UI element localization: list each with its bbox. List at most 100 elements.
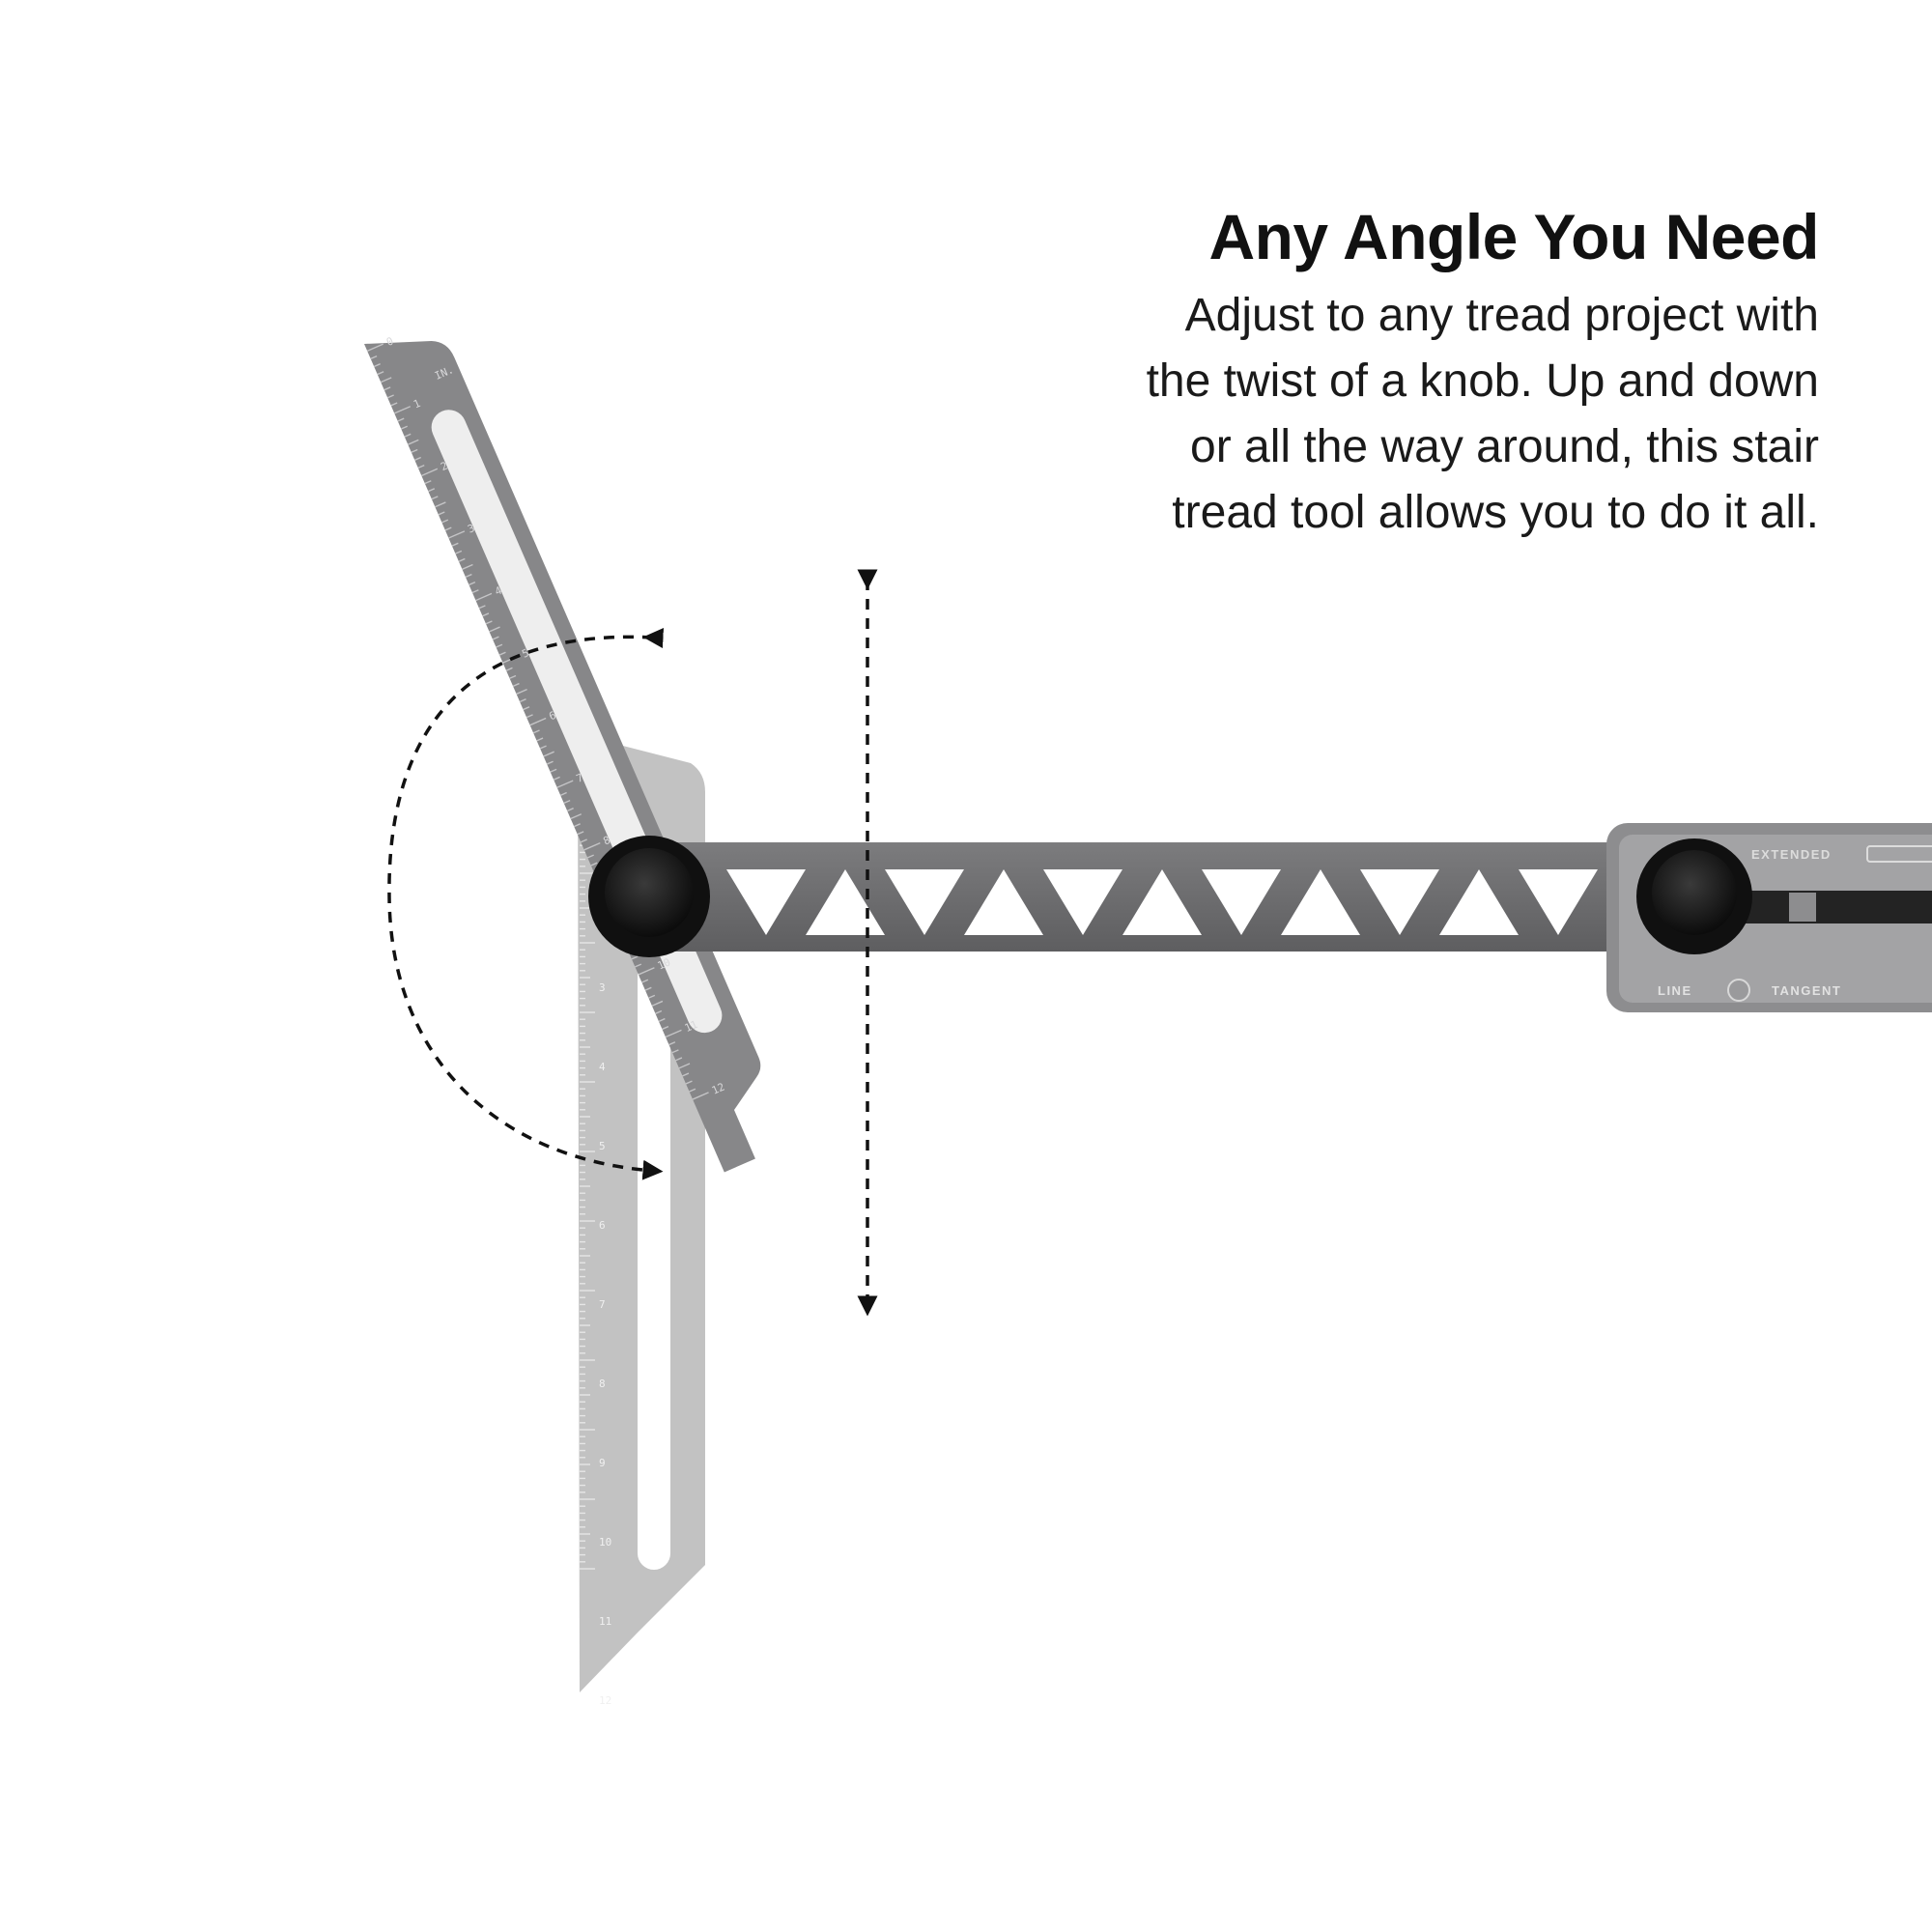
ruler-tick <box>441 519 449 524</box>
ruler-tick <box>509 674 517 679</box>
ruler-tick <box>516 688 527 696</box>
ruler-tick <box>685 1080 693 1085</box>
ruler-tick <box>668 1041 676 1046</box>
ruler-tick <box>505 667 513 671</box>
truss-cutout <box>1519 869 1598 935</box>
ruler-tick <box>496 643 503 648</box>
description-line: tread tool allows you to do it all. <box>1172 487 1819 538</box>
ruler-tick <box>682 1072 690 1077</box>
ruler-tick <box>498 651 506 656</box>
ruler-number: 12 <box>710 1081 726 1097</box>
ruler-tick <box>451 542 459 547</box>
truss-cutout <box>1202 869 1281 935</box>
truss-cutout <box>1439 869 1519 935</box>
ruler-tick <box>539 745 547 750</box>
ruler-tick <box>475 592 493 602</box>
ruler-tick <box>478 605 486 610</box>
ruler-number: 1 <box>412 397 422 412</box>
ruler-tick <box>428 488 436 493</box>
ruler-tick <box>414 456 422 461</box>
ruler-number: 4 <box>493 584 504 599</box>
ruler-number: 8 <box>602 834 612 848</box>
ruler-tick <box>469 582 476 586</box>
ruler-tick <box>563 799 571 805</box>
ruler-number: 12 <box>599 1694 611 1707</box>
ruler-tick <box>417 464 425 469</box>
truss-cutout <box>1281 869 1360 935</box>
ruler-tick <box>366 343 384 352</box>
ruler-tick <box>570 813 582 820</box>
ruler-tick <box>458 557 466 562</box>
ruler-tick <box>377 371 384 376</box>
ruler-tick <box>512 682 520 687</box>
ruler-tick <box>536 737 544 742</box>
ruler-tick <box>373 363 381 368</box>
truss-cutout <box>964 869 1043 935</box>
ruler-tick <box>380 377 392 384</box>
ruler-tick <box>435 501 446 508</box>
ruler-tick <box>553 776 560 781</box>
truss-cutout <box>726 869 806 935</box>
description: Adjust to any tread project with the twi… <box>1147 283 1819 546</box>
truss-cutout <box>1360 869 1439 935</box>
ruler-tick <box>482 612 490 617</box>
ruler-number: 3 <box>599 981 606 994</box>
ruler-number: 2 <box>439 460 449 474</box>
ruler-tick <box>438 511 445 516</box>
ruler-tick <box>678 1063 691 1069</box>
ruler-tick <box>675 1057 683 1062</box>
ruler-tick <box>421 468 439 477</box>
ruler-tick <box>384 386 391 391</box>
ruler-tick <box>444 526 452 531</box>
description-line: or all the way around, this stair <box>1190 421 1819 472</box>
extended-label: EXTENDED <box>1751 847 1832 862</box>
ruler-tick <box>586 854 594 859</box>
ruler-tick <box>523 706 530 711</box>
ruler-tick <box>546 760 554 765</box>
ruler-number: 10 <box>599 1536 611 1548</box>
ruler-tick <box>408 439 419 445</box>
ruler-tick <box>489 626 500 633</box>
headline: Any Angle You Need <box>1208 201 1819 272</box>
ruler-tick <box>471 589 479 594</box>
ruler-tick <box>665 1029 682 1038</box>
ruler-tick <box>583 842 601 851</box>
ruler-tick <box>424 480 432 485</box>
tangent-label: TANGENT <box>1772 983 1841 998</box>
ruler-tick <box>465 573 472 579</box>
ruler-tick <box>455 550 463 554</box>
ruler-tick <box>397 417 405 422</box>
description-line: Adjust to any tread project with <box>1184 290 1819 341</box>
ruler-number: 7 <box>599 1298 606 1311</box>
ruler-tick <box>370 355 378 360</box>
ruler-tick <box>519 698 526 703</box>
ruler-tick <box>543 751 554 757</box>
pivot-knob[interactable] <box>588 836 710 957</box>
ruler-tick <box>532 729 540 734</box>
description-line: the twist of a knob. Up and down <box>1146 355 1819 407</box>
ruler-tick <box>556 780 574 788</box>
ruler-tick <box>566 808 574 812</box>
ruler-number: 11 <box>683 1018 699 1035</box>
ruler-number: 3 <box>466 522 476 536</box>
ruler-number: 7 <box>574 771 584 785</box>
truss-cutout <box>885 869 964 935</box>
extension-knob[interactable] <box>1636 838 1752 954</box>
ruler-tick <box>485 620 493 625</box>
ruler-tick <box>411 448 418 453</box>
ruler-tick <box>462 563 473 570</box>
feature-heading-block: Any Angle You Need Adjust to any tread p… <box>1147 198 1820 546</box>
ruler-tick <box>526 714 533 719</box>
ruler-number: 6 <box>547 709 557 724</box>
ruler-tick <box>590 862 598 867</box>
ruler-number: 4 <box>599 1061 606 1073</box>
ruler-tick <box>431 496 439 500</box>
ruler-tick <box>401 425 408 430</box>
ruler-tick <box>671 1049 679 1054</box>
ruler-tick <box>393 406 412 414</box>
ruler-number: 8 <box>599 1378 606 1390</box>
ruler-tick <box>573 823 581 828</box>
ruler-tick <box>386 394 394 399</box>
truss-cutout <box>1122 869 1202 935</box>
